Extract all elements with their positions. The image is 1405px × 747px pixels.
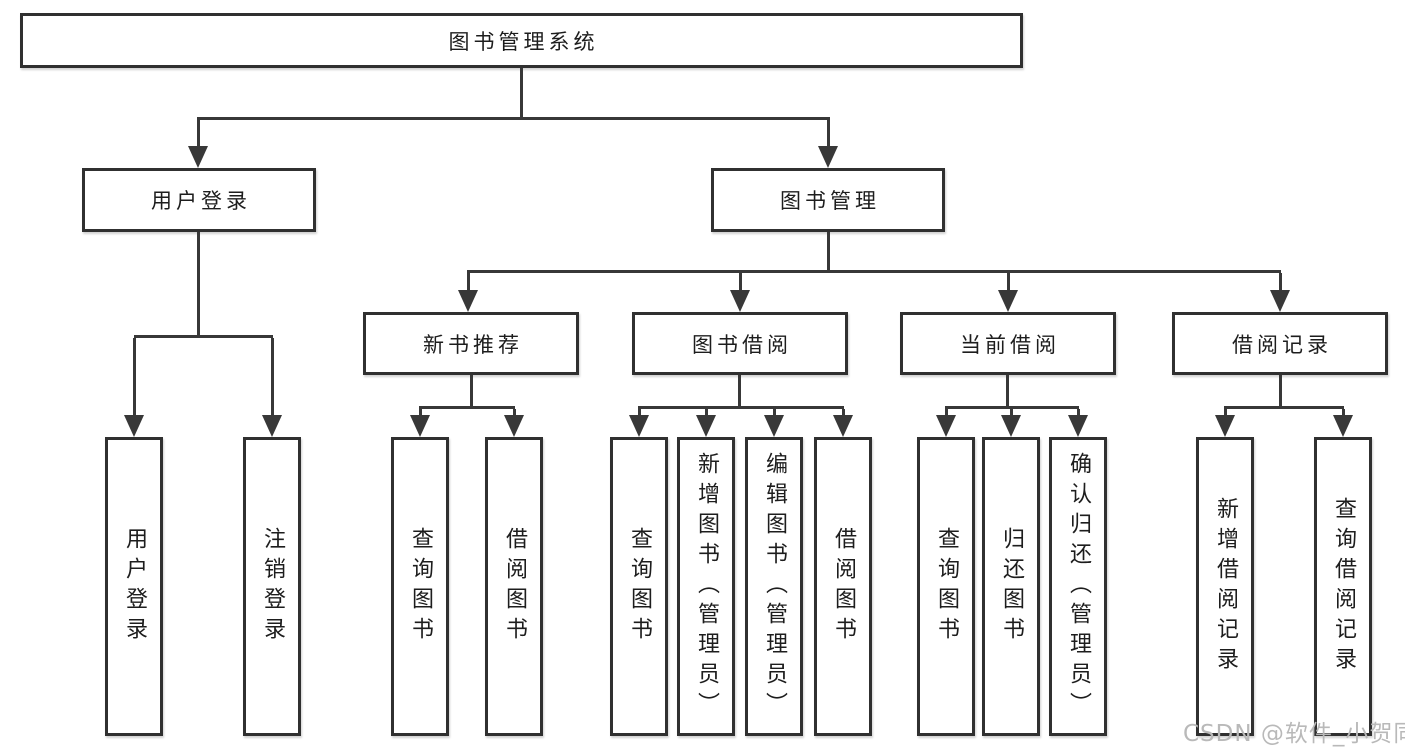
leaf-label: 编辑图书（管理员） xyxy=(762,451,787,722)
connector-current-borrowing-vline xyxy=(1006,375,1009,408)
leaf-label: 注销登录 xyxy=(260,526,285,647)
leaf-label: 查询图书 xyxy=(934,526,959,647)
group-new-book-recommend: 新书推荐 xyxy=(363,312,579,375)
group-borrow-records-label: 借阅记录 xyxy=(1232,332,1332,357)
leaf-add-borrow-record: 新增借阅记录 xyxy=(1196,437,1254,736)
group-current-borrowing-label: 当前借阅 xyxy=(960,332,1060,357)
leaf-label: 归还图书 xyxy=(999,526,1024,647)
leaf-label: 查询图书 xyxy=(627,526,652,647)
leaf-borrow-books-recommend: 借阅图书 xyxy=(485,437,543,736)
connector-root-vline xyxy=(520,68,523,119)
group-borrow-records: 借阅记录 xyxy=(1172,312,1388,375)
group-new-book-recommend-label: 新书推荐 xyxy=(423,332,523,357)
root-node-library-system: 图书管理系统 xyxy=(20,13,1023,68)
connector-new-book-recommend-hline xyxy=(419,406,515,409)
leaf-label: 查询图书 xyxy=(408,526,433,647)
connector-user-login-hline xyxy=(134,335,273,338)
branch-user-login: 用户登录 xyxy=(82,168,316,232)
connector-user-login-vline xyxy=(197,232,200,335)
branch-book-management-label: 图书管理 xyxy=(780,189,880,213)
connector-borrow-records-vline xyxy=(1279,375,1282,408)
branch-book-management: 图书管理 xyxy=(711,168,945,232)
leaf-return-book: 归还图书 xyxy=(982,437,1040,736)
connector-book-borrowing-hline xyxy=(638,406,844,409)
branch-user-login-label: 用户登录 xyxy=(151,189,251,213)
connector-book-management-hline xyxy=(467,270,1281,273)
leaf-label: 借阅图书 xyxy=(502,526,527,647)
csdn-watermark: CSDN @软件_小贺同学 xyxy=(1183,721,1405,747)
leaf-query-books-current: 查询图书 xyxy=(917,437,975,736)
leaf-user-login: 用户登录 xyxy=(105,437,163,736)
leaf-logout: 注销登录 xyxy=(243,437,301,736)
connector-current-borrowing-hline xyxy=(945,406,1079,409)
group-book-borrowing: 图书借阅 xyxy=(632,312,848,375)
leaf-query-books-recommend: 查询图书 xyxy=(391,437,449,736)
leaf-label: 新增图书（管理员） xyxy=(694,451,719,722)
leaf-label: 确认归还（管理员） xyxy=(1066,451,1091,722)
leaf-add-book-admin: 新增图书（管理员） xyxy=(677,437,735,736)
connector-borrow-records-hline xyxy=(1224,406,1344,409)
root-node-label: 图书管理系统 xyxy=(448,29,599,54)
leaf-label: 新增借阅记录 xyxy=(1213,496,1238,677)
leaf-query-books-borrowing: 查询图书 xyxy=(610,437,668,736)
group-current-borrowing: 当前借阅 xyxy=(900,312,1116,375)
leaf-label: 查询借阅记录 xyxy=(1331,496,1356,677)
leaf-label: 用户登录 xyxy=(122,526,147,647)
leaf-label: 借阅图书 xyxy=(831,526,856,647)
leaf-confirm-return-admin: 确认归还（管理员） xyxy=(1049,437,1107,736)
connector-book-management-vline xyxy=(827,232,830,273)
leaf-borrow-books-borrowing: 借阅图书 xyxy=(814,437,872,736)
leaf-query-borrow-record: 查询借阅记录 xyxy=(1314,437,1372,736)
connector-new-book-recommend-vline xyxy=(470,375,473,408)
group-book-borrowing-label: 图书借阅 xyxy=(692,332,792,357)
connector-book-borrowing-vline xyxy=(738,375,741,408)
leaf-edit-book-admin: 编辑图书（管理员） xyxy=(745,437,803,736)
connector-level1-hline xyxy=(197,117,830,120)
